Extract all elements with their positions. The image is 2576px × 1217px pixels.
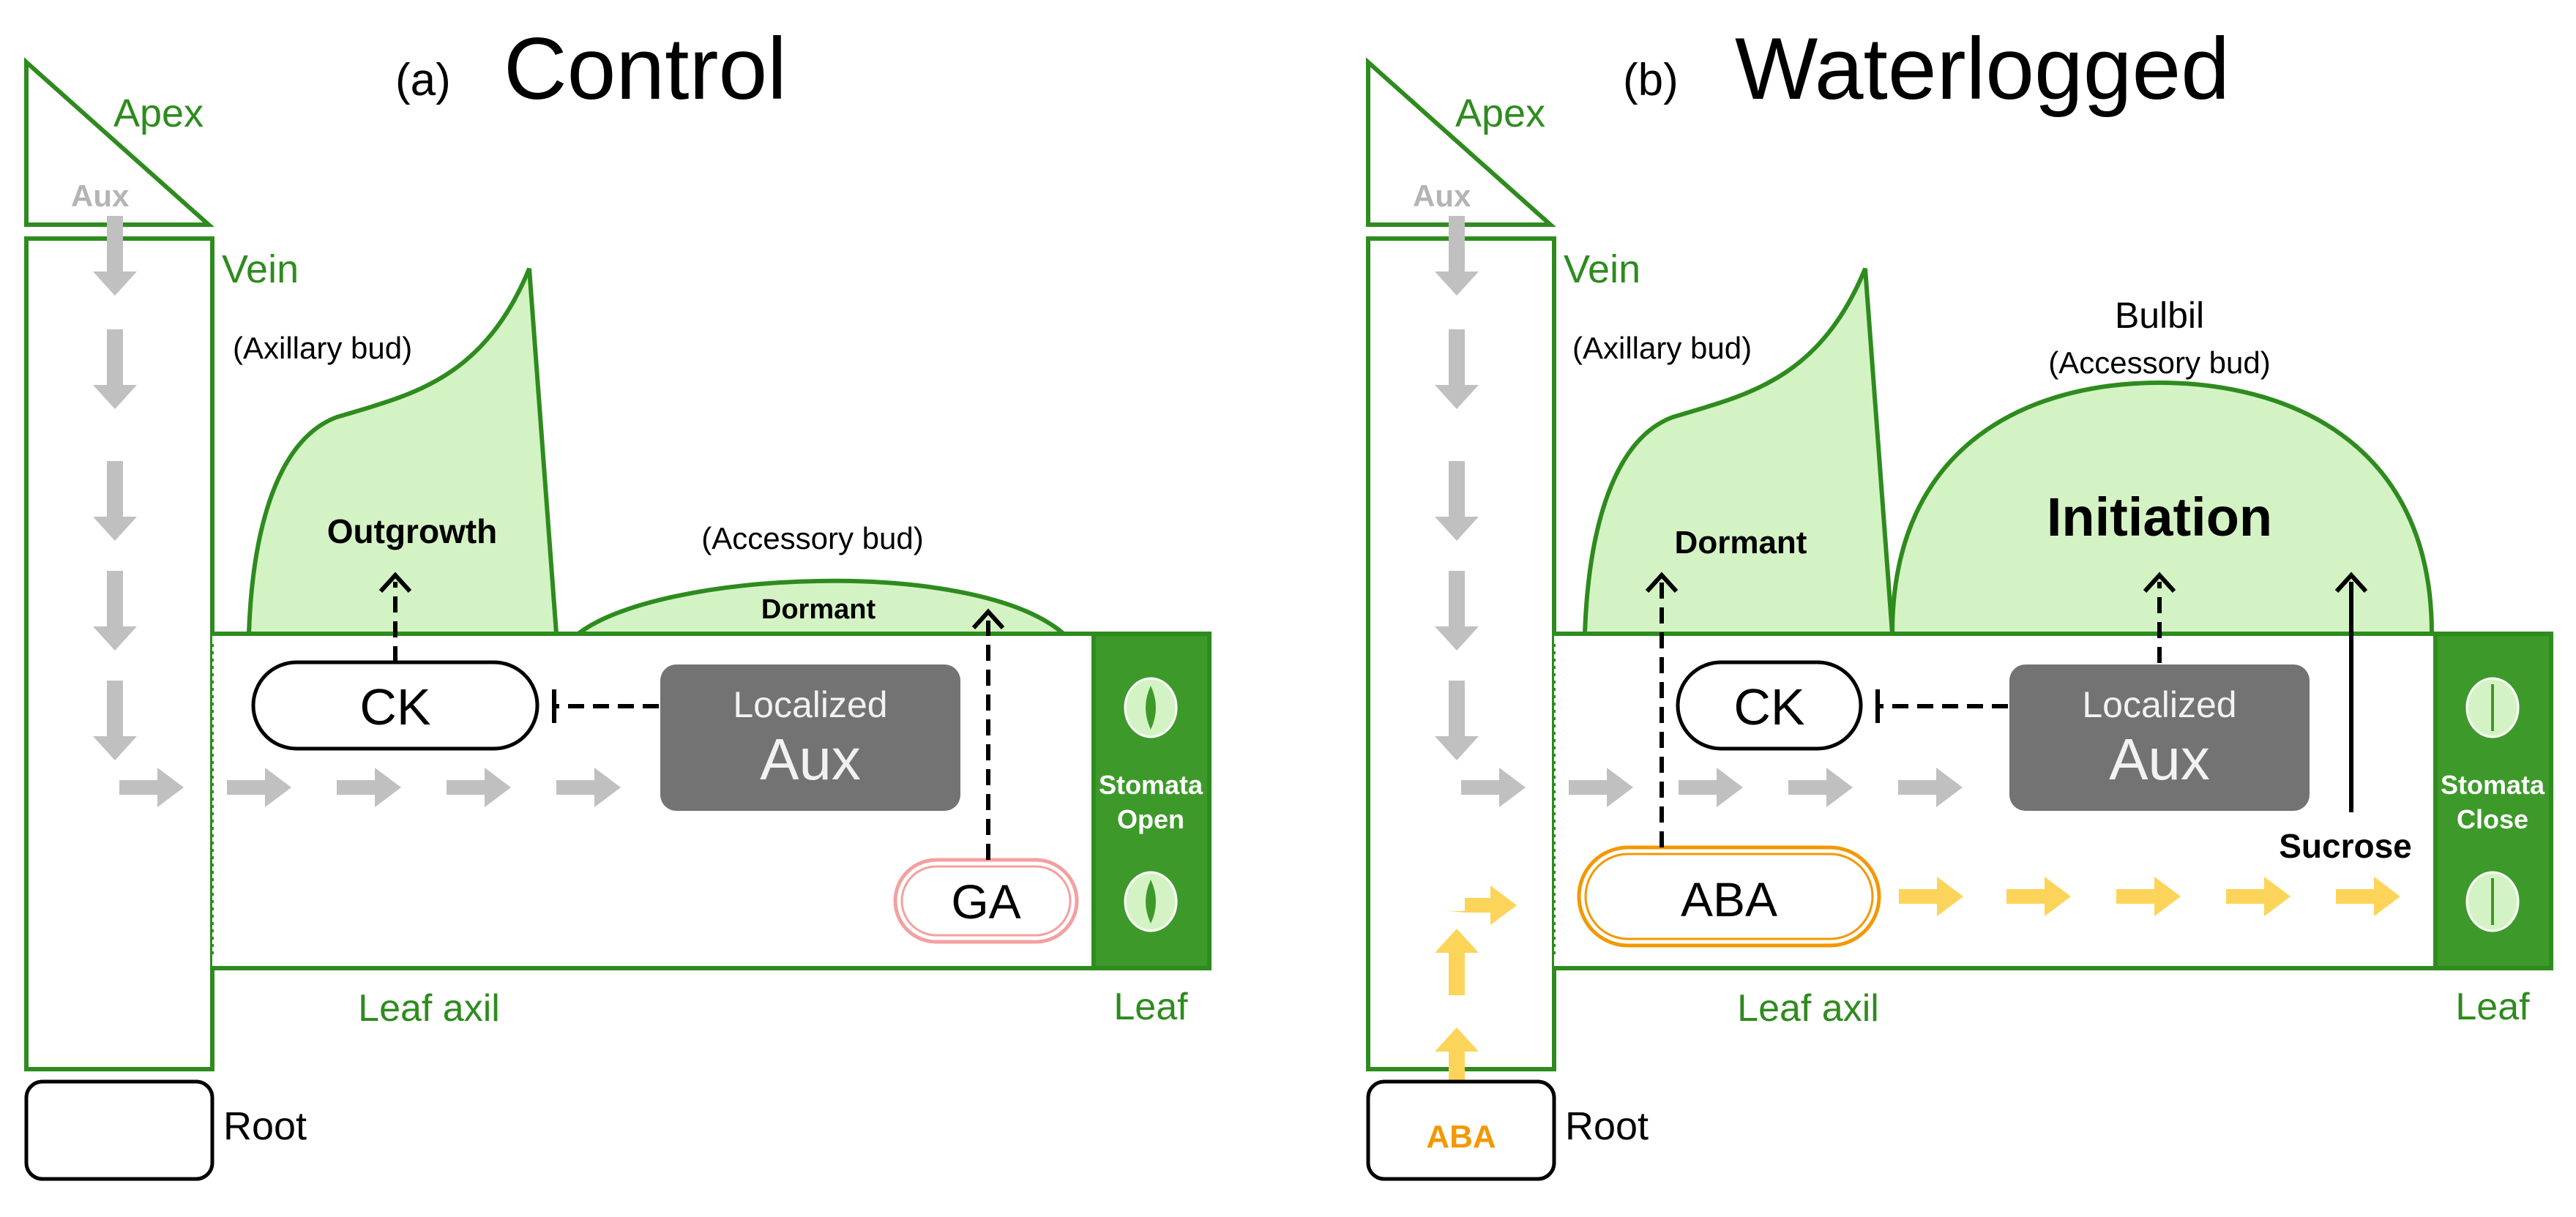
aba-flow-axil [1899, 877, 2400, 916]
bulbil-label: Bulbil [2115, 295, 2204, 336]
sucrose-label: Sucrose [2279, 827, 2412, 865]
root-label: Root [223, 1104, 307, 1148]
apex-aux-label: Aux [71, 179, 130, 213]
apex-label: Apex [113, 91, 204, 135]
auxin-flow-down [1435, 216, 1479, 760]
grey-arrow [93, 216, 137, 296]
aux-label: Aux [2109, 727, 2210, 792]
root-aba-label: ABA [1426, 1119, 1496, 1155]
accessory-state: Dormant [761, 594, 876, 625]
localized-label: Localized [2082, 684, 2236, 725]
ck-node [1676, 660, 1863, 751]
axillary-bud-label: (Axillary bud) [233, 331, 412, 365]
auxin-flow-down [93, 216, 137, 760]
arrowhead [2143, 572, 2176, 593]
vein-label: Vein [1564, 247, 1640, 291]
root-box [1366, 1079, 1556, 1181]
localized-aux-box [2009, 664, 2310, 811]
axillary-bud-label: (Axillary bud) [1572, 331, 1752, 365]
axillary-state: Outgrowth [327, 512, 498, 550]
root-label: Root [1565, 1104, 1649, 1148]
auxin-flow-axil [119, 768, 621, 807]
leaf-label: Leaf [2455, 986, 2530, 1028]
grey-arrow [93, 571, 137, 651]
axillary-bud [246, 267, 559, 636]
ga-label: GA [951, 875, 1020, 929]
stomata-label: Stomata [2441, 770, 2545, 800]
axillary-bud [1582, 267, 1895, 636]
leaf-label: Leaf [1113, 986, 1188, 1028]
arrowhead [971, 608, 1005, 630]
stomata-state: Close [2457, 804, 2528, 834]
stoma-icon [1124, 677, 1178, 738]
localized-label: Localized [733, 684, 887, 725]
bulbil-dome [1889, 380, 2435, 636]
accessory-bud-label: (Accessory bud) [701, 521, 923, 555]
stomata-label: Stomata [1099, 770, 1203, 800]
aba-node [1577, 845, 1881, 948]
arrowhead [378, 572, 412, 593]
localized-aux-box [660, 664, 960, 811]
panel-title: Waterlogged [1735, 20, 2230, 118]
grey-arrow [93, 461, 137, 541]
panel-tag: (a) [395, 55, 451, 105]
grey-arrow [93, 681, 137, 760]
ck-label: CK [1733, 678, 1804, 735]
apex-label: Apex [1455, 91, 1545, 135]
arrowhead [2334, 572, 2368, 593]
stoma-icon [1124, 871, 1178, 932]
stomata-state: Open [1117, 804, 1184, 834]
root-box [24, 1079, 214, 1181]
panel-waterlogged: (b) Waterlogged Apex Aux Vein [1366, 20, 2553, 1181]
accessory-state: Initiation [2047, 487, 2272, 547]
arrowhead [1645, 572, 1679, 593]
leaf-axil-label: Leaf axil [358, 987, 500, 1030]
leaf-axil-label: Leaf axil [1737, 987, 1879, 1030]
auxin-flow-axil [1461, 768, 1963, 807]
ck-label: CK [359, 678, 430, 735]
panel-title: Control [504, 20, 787, 118]
vein-label: Vein [222, 247, 299, 291]
stoma-icon [2465, 871, 2520, 932]
grey-arrow [93, 329, 137, 409]
accessory-bud-label: (Accessory bud) [2048, 345, 2270, 380]
panel-control: (a) Control Apex Aux Vein Stomat [24, 20, 1212, 1181]
axillary-state: Dormant [1675, 525, 1807, 561]
accessory-bud [572, 578, 1070, 636]
aba-flow-up [1435, 885, 1517, 1094]
aux-label: Aux [760, 727, 861, 792]
panel-tag: (b) [1623, 55, 1679, 105]
aba-label: ABA [1681, 872, 1777, 926]
stoma-icon [2465, 677, 2520, 738]
apex-aux-label: Aux [1413, 179, 1471, 213]
